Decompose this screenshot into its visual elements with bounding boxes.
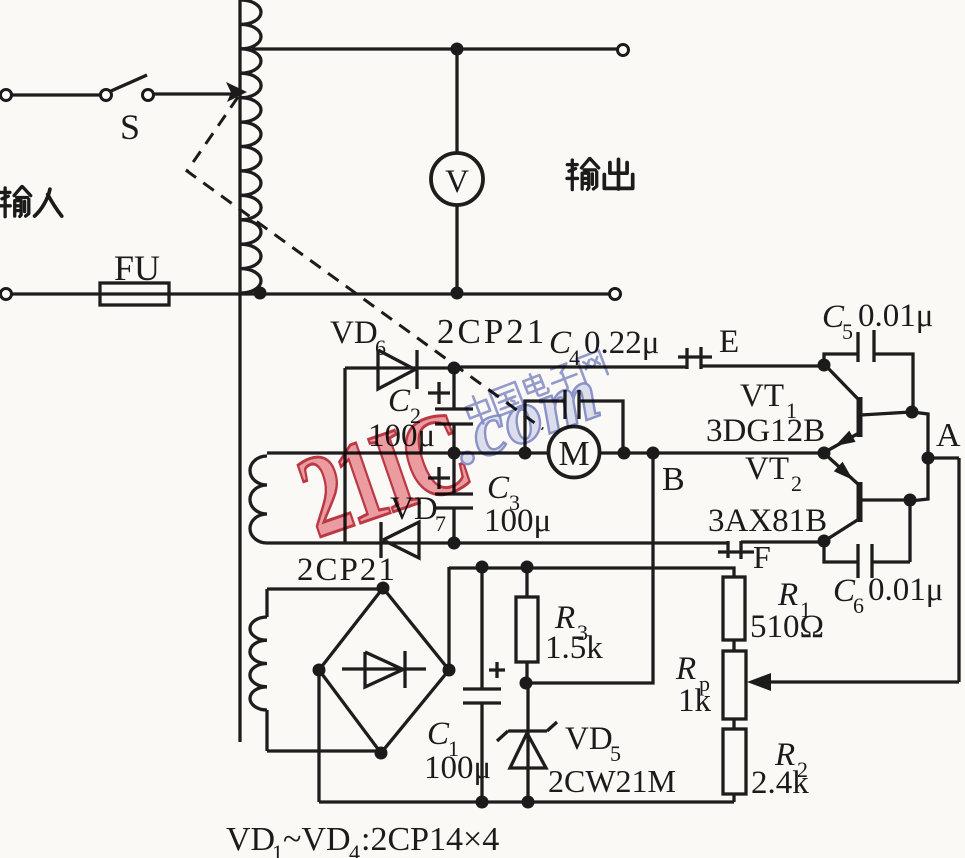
svg-text:~VD: ~VD (283, 821, 351, 858)
svg-text:VT: VT (745, 451, 789, 487)
svg-text:R: R (675, 651, 696, 687)
svg-text:1: 1 (448, 736, 459, 761)
svg-text:C: C (822, 299, 845, 335)
svg-text:M: M (558, 434, 589, 473)
svg-text:VD: VD (565, 721, 613, 757)
svg-text:2.4k: 2.4k (751, 765, 809, 801)
svg-text:S: S (120, 107, 140, 147)
svg-text:2CP21: 2CP21 (297, 552, 397, 588)
svg-text:FU: FU (114, 248, 160, 288)
svg-text:3: 3 (509, 490, 520, 515)
svg-text:3: 3 (577, 620, 588, 645)
svg-text:2: 2 (791, 471, 802, 496)
svg-text:C: C (833, 573, 856, 609)
svg-text:R: R (777, 577, 798, 613)
svg-text:1: 1 (786, 398, 797, 423)
svg-text:3DG12B: 3DG12B (706, 413, 825, 449)
svg-text:C: C (427, 716, 450, 752)
svg-text:V: V (445, 164, 469, 200)
svg-text:6: 6 (853, 593, 864, 618)
svg-text:2CP21: 2CP21 (437, 312, 547, 351)
svg-text:2: 2 (410, 403, 421, 428)
svg-text:0.01μ: 0.01μ (868, 572, 943, 608)
svg-text:R: R (554, 600, 575, 636)
svg-text:6: 6 (375, 335, 386, 360)
svg-text:p: p (699, 671, 710, 696)
svg-text:510Ω: 510Ω (750, 609, 824, 645)
svg-text:2CW21M: 2CW21M (548, 763, 676, 799)
svg-text:1: 1 (272, 840, 283, 858)
svg-text:0.01μ: 0.01μ (858, 298, 933, 334)
svg-text:VT: VT (740, 378, 784, 414)
svg-text:0.22μ: 0.22μ (584, 325, 659, 361)
svg-text:100μ: 100μ (368, 418, 435, 454)
svg-text:100μ: 100μ (424, 750, 491, 786)
svg-text:1: 1 (800, 597, 811, 622)
svg-text:7: 7 (435, 511, 446, 536)
svg-text:E: E (719, 324, 739, 360)
svg-text:5: 5 (610, 741, 621, 766)
svg-text:B: B (662, 461, 685, 498)
svg-text:3AX81B: 3AX81B (708, 503, 827, 539)
svg-text:C: C (487, 470, 510, 506)
svg-text:VD: VD (390, 491, 438, 527)
svg-text::2CP14×4: :2CP14×4 (361, 821, 499, 858)
svg-text:4: 4 (349, 840, 360, 858)
svg-text:C: C (549, 325, 572, 361)
svg-text:2: 2 (797, 757, 808, 782)
svg-text:1k: 1k (678, 683, 712, 719)
svg-text:VD: VD (226, 821, 275, 858)
svg-text:A: A (936, 417, 961, 454)
svg-text:C: C (388, 383, 411, 419)
svg-text:100μ: 100μ (484, 503, 551, 539)
svg-text:R: R (774, 737, 795, 773)
svg-text:F: F (753, 539, 771, 575)
svg-text:5: 5 (842, 319, 853, 344)
svg-text:VD: VD (330, 315, 378, 351)
svg-text:4: 4 (569, 345, 580, 370)
svg-text:1.5k: 1.5k (545, 630, 603, 666)
